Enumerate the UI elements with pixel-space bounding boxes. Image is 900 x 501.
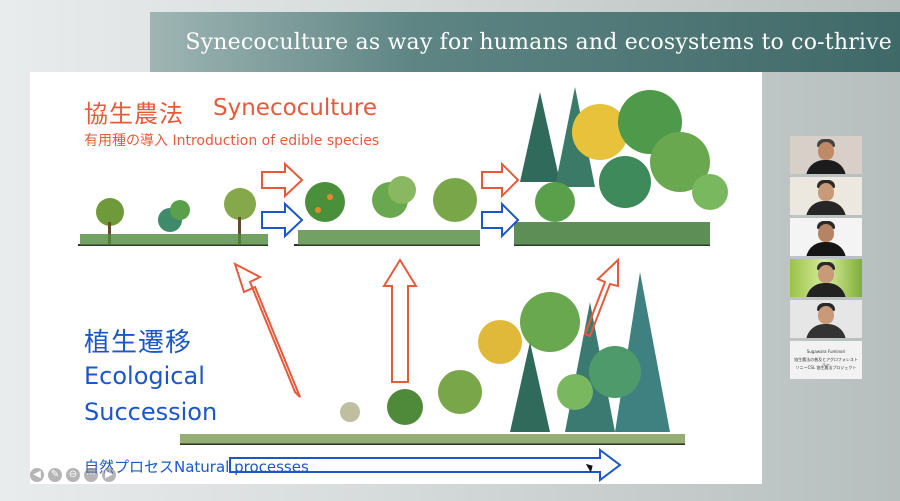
- plants-stage-1: [80, 188, 268, 245]
- participant-video-3[interactable]: [790, 218, 862, 256]
- arrow-right-icon[interactable]: ▶: [102, 468, 116, 482]
- synecoculture-jp-title: 協生農法: [84, 100, 184, 128]
- participant-video-strip: Sugawara Fuminori 協生農法の普及とアグロフォレストリー ソニー…: [790, 136, 862, 379]
- pen-icon[interactable]: ✎: [48, 468, 62, 482]
- participant-name-card[interactable]: Sugawara Fuminori 協生農法の普及とアグロフォレストリー ソニー…: [790, 341, 862, 379]
- red-arrows-rising: [233, 257, 619, 398]
- succession-en-line2: Succession: [84, 398, 218, 426]
- participant-video-4[interactable]: [790, 259, 862, 297]
- blue-arrow-natural: [229, 448, 622, 482]
- presentation-title: Synecoculture as way for humans and ecos…: [185, 29, 892, 55]
- edible-species-subtitle: 有用種の導入 Introduction of edible species: [84, 133, 380, 149]
- more-icon[interactable]: ⋯: [84, 468, 98, 482]
- participant-video-1[interactable]: [790, 136, 862, 174]
- succession-en-line1: Ecological: [84, 362, 205, 390]
- name-card-line-3: ソニーCSL 協生農法プロジェクト: [795, 365, 857, 370]
- plants-stage-3: [514, 87, 728, 245]
- natural-processes-label: 自然プロセスNatural processes: [84, 458, 309, 476]
- slide-illustration: [78, 87, 728, 482]
- arrow-left-icon[interactable]: ◀: [30, 468, 44, 482]
- participant-video-2[interactable]: [790, 177, 862, 215]
- name-card-line-1: Sugawara Fuminori: [806, 349, 846, 354]
- zoom-icon[interactable]: ⊖: [66, 468, 80, 482]
- shared-slide: 協生農法 Synecoculture 有用種の導入 Introduction o…: [30, 72, 762, 484]
- succession-jp-title: 植生遷移: [84, 328, 193, 358]
- red-arrows-horizontal: [261, 161, 520, 199]
- plants-succession: [180, 272, 685, 444]
- blue-arrows-horizontal: [261, 201, 520, 239]
- participant-video-5[interactable]: [790, 300, 862, 338]
- name-card-line-2: 協生農法の普及とアグロフォレストリー: [794, 357, 858, 367]
- synecoculture-en-title: Synecoculture: [213, 95, 377, 121]
- plants-stage-2: [298, 176, 480, 245]
- presentation-title-bar: Synecoculture as way for humans and ecos…: [150, 12, 900, 72]
- slide-toolbar: ◀ ✎ ⊖ ⋯ ▶: [30, 466, 116, 484]
